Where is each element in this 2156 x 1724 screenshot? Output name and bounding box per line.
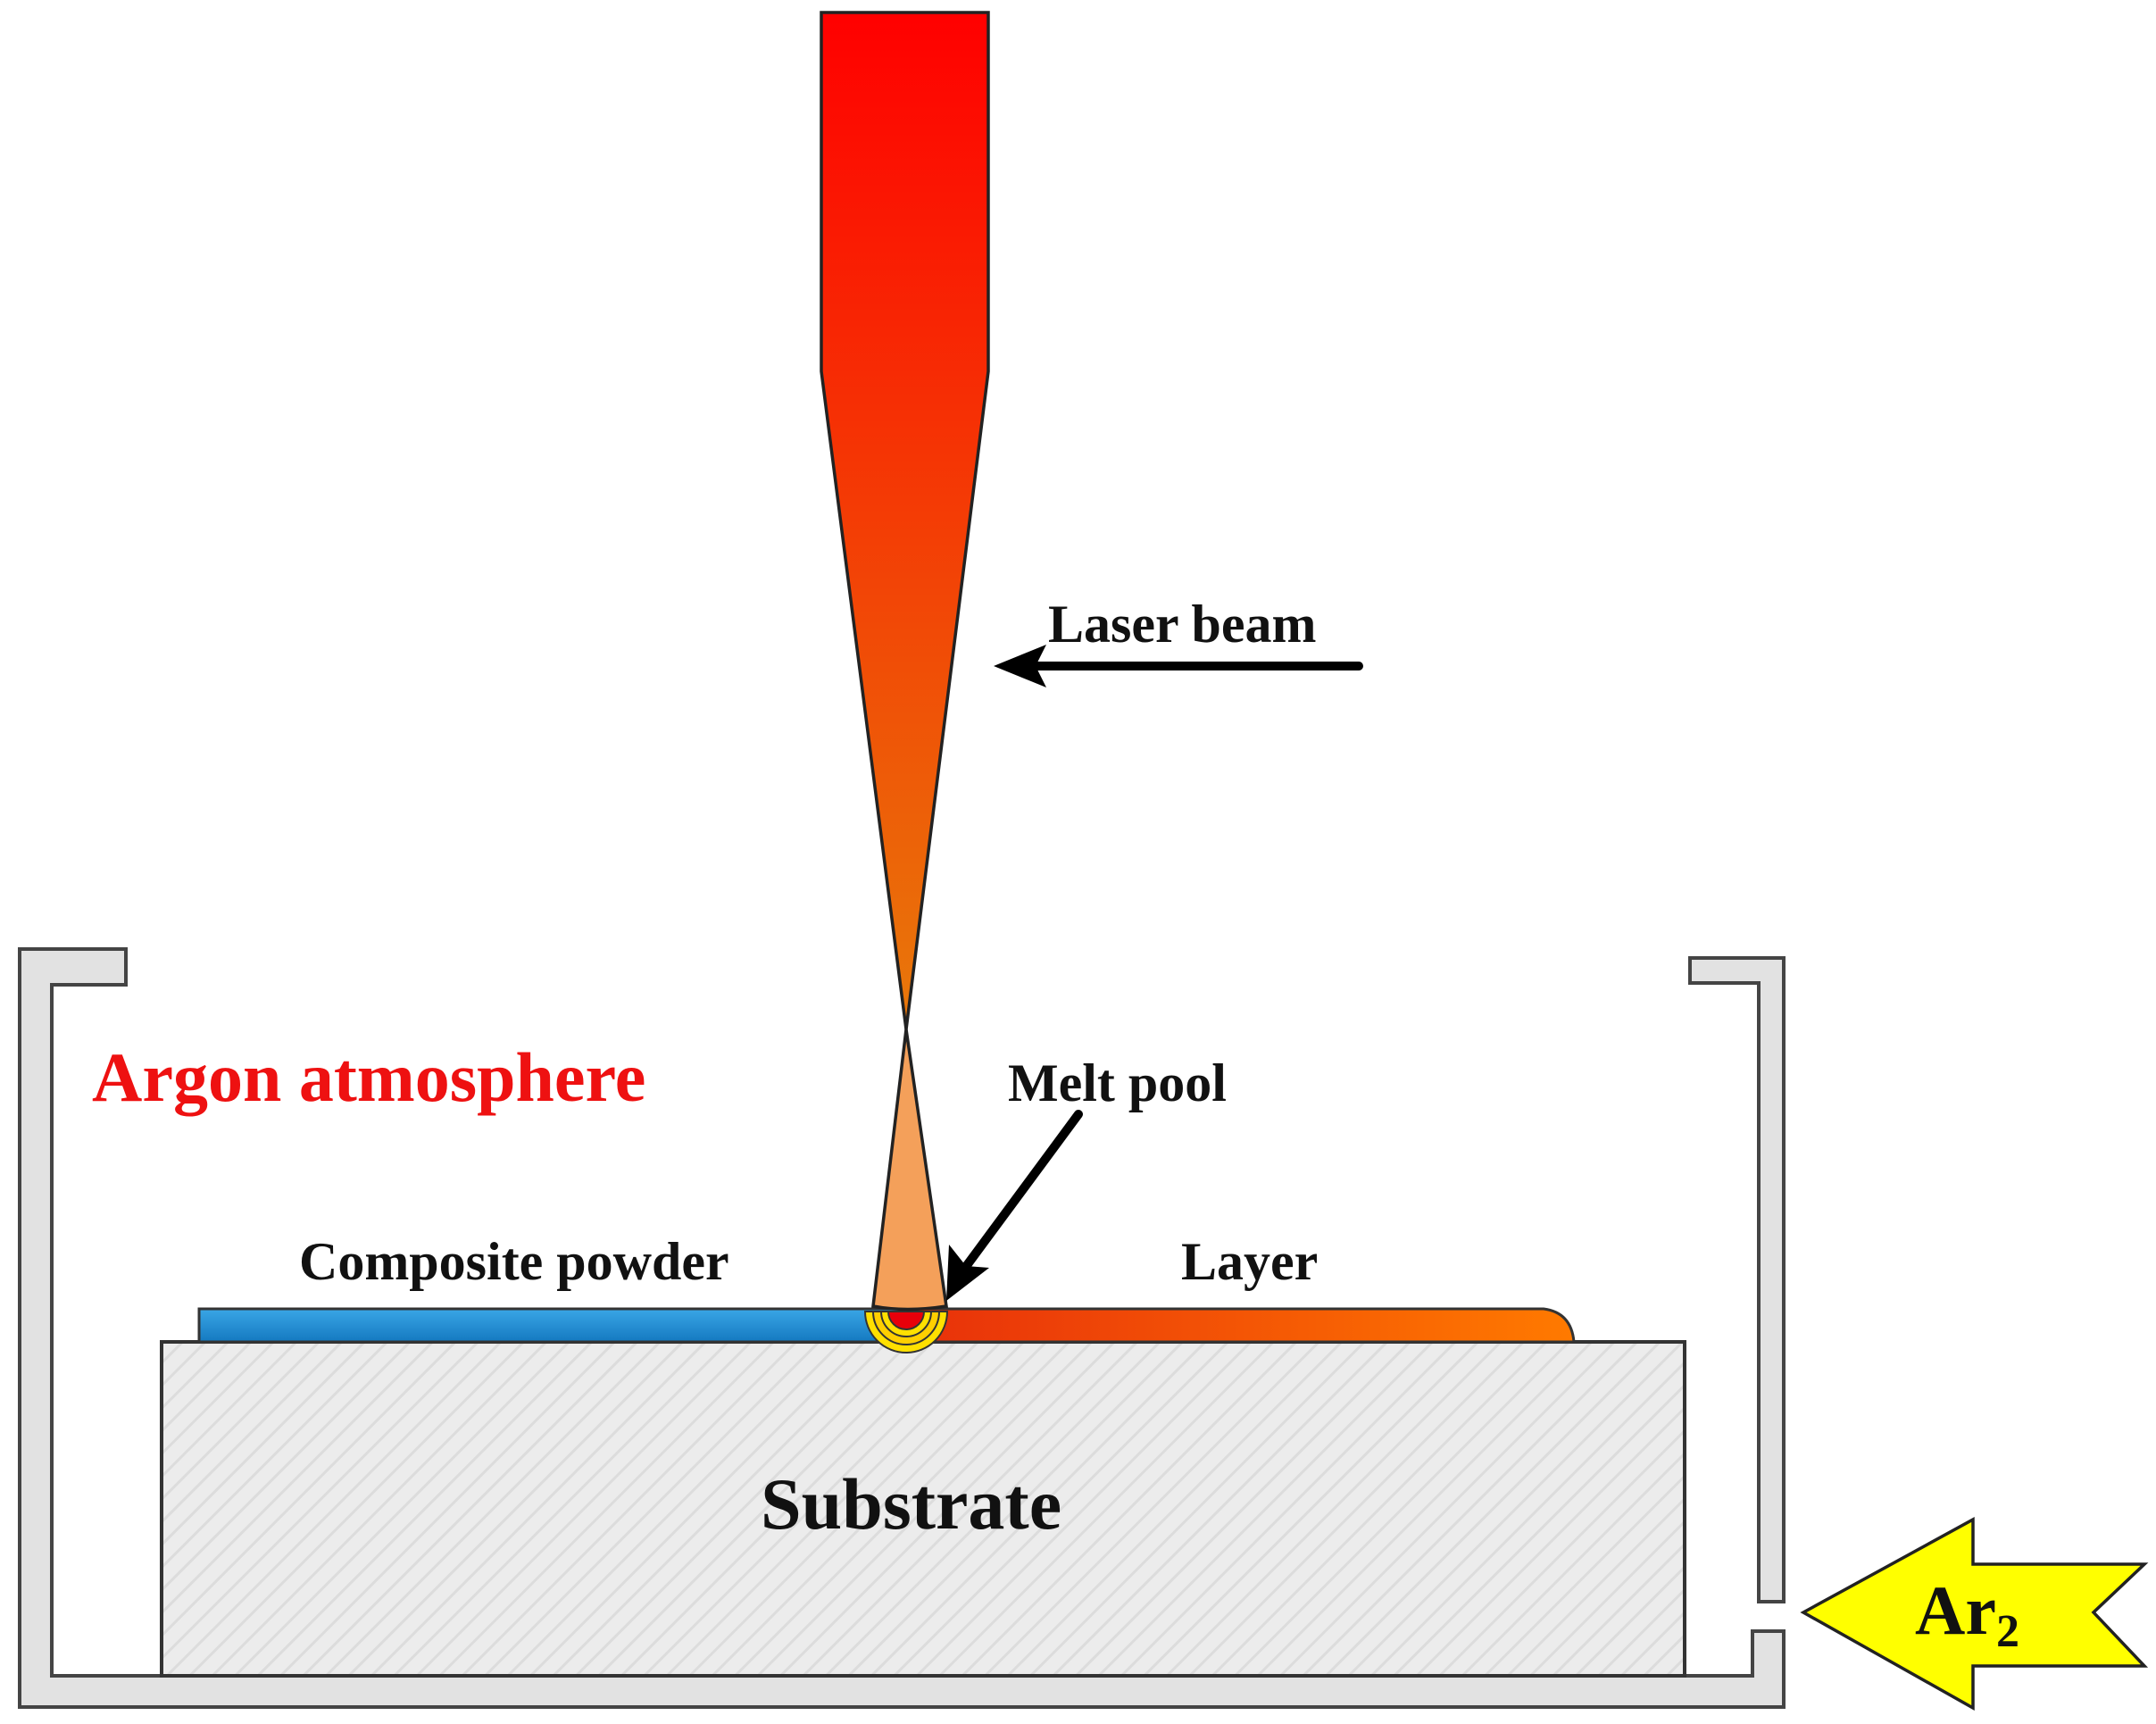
laser-beam-label: Laser beam [1048,595,1317,654]
substrate-block [160,1340,1686,1678]
argon-inlet-arrow [1800,1517,2149,1711]
argon-inlet-label: Ar2 [1915,1571,2019,1657]
laser-beam [820,11,990,1030]
deposited-layer [904,1307,1576,1344]
melt-pool-label: Melt pool [1008,1054,1227,1112]
melt-pool [863,1311,949,1353]
argon-atmosphere-label: Argon atmosphere [92,1038,645,1116]
substrate-label: Substrate [761,1463,1061,1545]
chamber-wall-right [1688,956,1786,1603]
laser-beam-lower-cone [871,1029,948,1312]
argon-inlet-label-subscript: 2 [1996,1606,2019,1657]
layer-label: Layer [1181,1232,1318,1291]
laser-beam-pointer-arrow [994,645,1363,687]
composite-powder-label: Composite powder [299,1232,729,1291]
argon-inlet-label-main: Ar [1915,1571,1996,1649]
chamber-wall-left [18,947,1786,1709]
melt-pool-pointer-arrow [946,1110,1083,1301]
composite-powder-bed [197,1307,912,1344]
